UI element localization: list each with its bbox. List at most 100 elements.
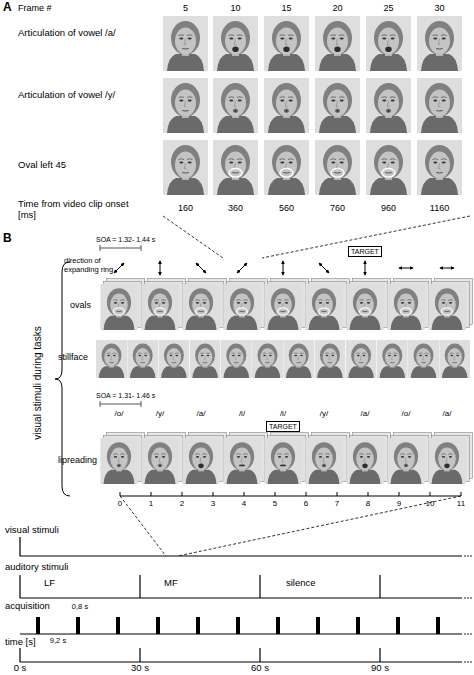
figure-label: time [s] [5,637,36,648]
panel-a-frames [315,78,360,133]
figure-label: 9 [397,499,401,508]
stillface-faces [96,340,470,378]
stillface-faces [314,340,345,378]
acquisition-bars [316,617,320,634]
soa-bars [100,245,141,251]
figure-label: lipreading [58,455,97,465]
figure-label: silence [286,578,316,589]
figure-label: direction of expanding ring [64,257,116,274]
lipreading-faces [100,433,472,485]
panel-a-frames [417,78,462,133]
continuation-dots [464,555,466,557]
figure-label: 5 [273,499,277,508]
stillface-faces [377,340,408,378]
figure-label: MF [164,578,178,589]
figure-label: 2 [180,499,184,508]
acquisition-bars [196,617,200,634]
figure-label: 1 [149,499,153,508]
figure-label: 30 s [131,663,149,674]
ovals-faces [223,284,261,330]
ring-direction-arrows [160,261,161,275]
timeline-lines [20,575,462,598]
figure-label: SOA = 1.31- 1.46 s [96,392,155,400]
figure-label: SOA = 1.32- 1.44 s [96,236,155,244]
seconds-axis [120,492,461,496]
panel-a-frames [213,78,258,133]
figure-label: 10 [426,499,435,508]
acquisition-bars [396,617,400,634]
ring-direction-arrows [114,261,454,275]
figure-label: A [3,1,12,15]
ovals-faces [100,284,138,330]
ovals-faces [182,284,220,330]
lipreading-faces [346,438,384,484]
figure-label: /y/ [156,409,164,418]
panel-a-frames [213,140,258,195]
ovals-faces [264,284,302,330]
ovals-faces [100,279,472,331]
stillface-faces [158,340,189,378]
figure-label: 60 s [251,663,269,674]
figure-label: Frame # [18,3,52,13]
acquisition-bars [436,617,440,634]
timeline-lines [20,648,462,662]
target-text: TARGET [351,247,379,256]
panel-a-frames [163,16,462,195]
figure-label: stillface [58,352,88,362]
stillface-faces [346,340,377,378]
lipreading-faces [305,438,343,484]
figure-label: 0 [118,499,122,508]
soa-bars [100,401,141,407]
continuation-dots [470,633,472,635]
timeline-lines [20,633,462,634]
ovals-faces [387,284,425,330]
panel-a-frames [163,16,208,71]
acquisition-bars [116,617,120,634]
figure-label: 5 [183,3,188,13]
zoom-lines [163,216,223,258]
panel-a-frames [315,16,360,71]
figure-label: 160 [178,203,193,213]
continuation-dots [467,633,469,635]
panel-a-frames [264,16,309,71]
panel-a-frames [417,16,462,71]
acquisition-bars [76,617,80,634]
panel-a-frames [163,140,208,195]
ovals-faces [428,284,466,330]
continuation-dots [464,597,466,599]
target-text: TARGET [269,422,297,431]
figure-label: 960 [381,203,396,213]
figure-label: 4 [242,499,246,508]
panel-a-frames [366,78,411,133]
figure-label: 3 [211,499,215,508]
panel-a-frames [264,78,309,133]
timeline-lines [20,537,462,556]
figure-label: auditory stimuli [5,562,68,573]
continuation-dots [464,633,466,635]
ovals-faces [346,284,384,330]
figure-label: 560 [279,203,294,213]
figure-label: 0,8 s [72,603,88,612]
ring-direction-arrows [237,263,247,273]
target-box: TARGET [266,421,300,432]
figure-label: Oval left 45 [18,160,133,171]
acquisition-bars [36,617,40,634]
ring-direction-arrows [114,263,124,273]
panel-a-frames [417,140,462,195]
figure-label: /a/ [443,409,452,418]
panel-a-frames [163,78,208,133]
continuation-dots [467,597,469,599]
continuation-dots [464,661,466,663]
continuation-dots [470,555,472,557]
lipreading-faces [141,438,179,484]
target-box: TARGET [348,246,382,257]
figure-label: 30 [434,3,444,13]
figure-label: 10 [230,3,240,13]
figure-label: 7 [335,499,339,508]
acquisition-bars [236,617,240,634]
zoom-lines [120,216,470,556]
timeline-lines [20,537,462,662]
lipreading-faces [264,438,302,484]
ovals-faces [305,284,343,330]
